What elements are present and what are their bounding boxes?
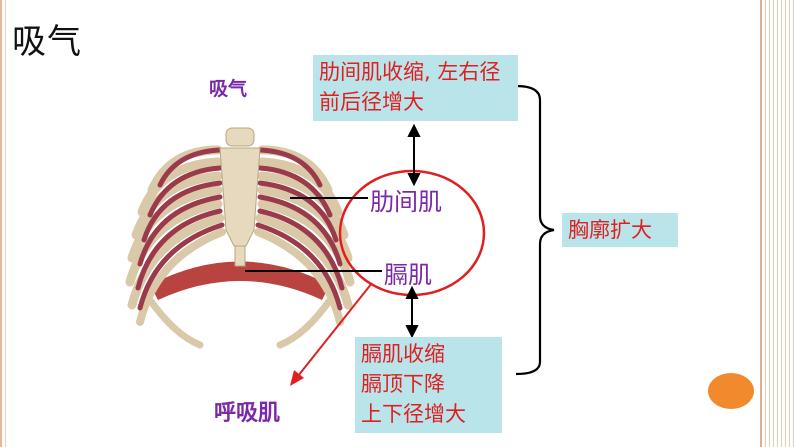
- double-arrow-bottom: [407, 288, 417, 336]
- diaphragm-effect-line: 膈顶下降: [361, 369, 496, 399]
- diaphragm-shape: [150, 262, 330, 301]
- diaphragm-effect-box: 膈肌收缩 膈顶下降 上下径增大: [355, 337, 502, 433]
- intercostal-effect-box: 肋间肌收缩, 左右径前后径增大: [313, 55, 518, 121]
- intercostal-muscle-label: 肋间肌: [370, 182, 442, 217]
- diaphragm-label: 膈肌: [384, 255, 432, 290]
- next-slide-button[interactable]: [708, 373, 754, 409]
- respiratory-muscle-label: 呼吸肌: [214, 395, 280, 427]
- double-arrow-top: [409, 126, 419, 184]
- image-caption: 吸气: [209, 74, 247, 101]
- diaphragm-effect-line: 上下径增大: [361, 399, 496, 429]
- thorax-expansion-box: 胸廓扩大: [562, 213, 678, 247]
- rib-cage-illustration: [130, 128, 350, 345]
- diaphragm-effect-line: 膈肌收缩: [361, 339, 496, 369]
- grouping-brace: [516, 86, 554, 374]
